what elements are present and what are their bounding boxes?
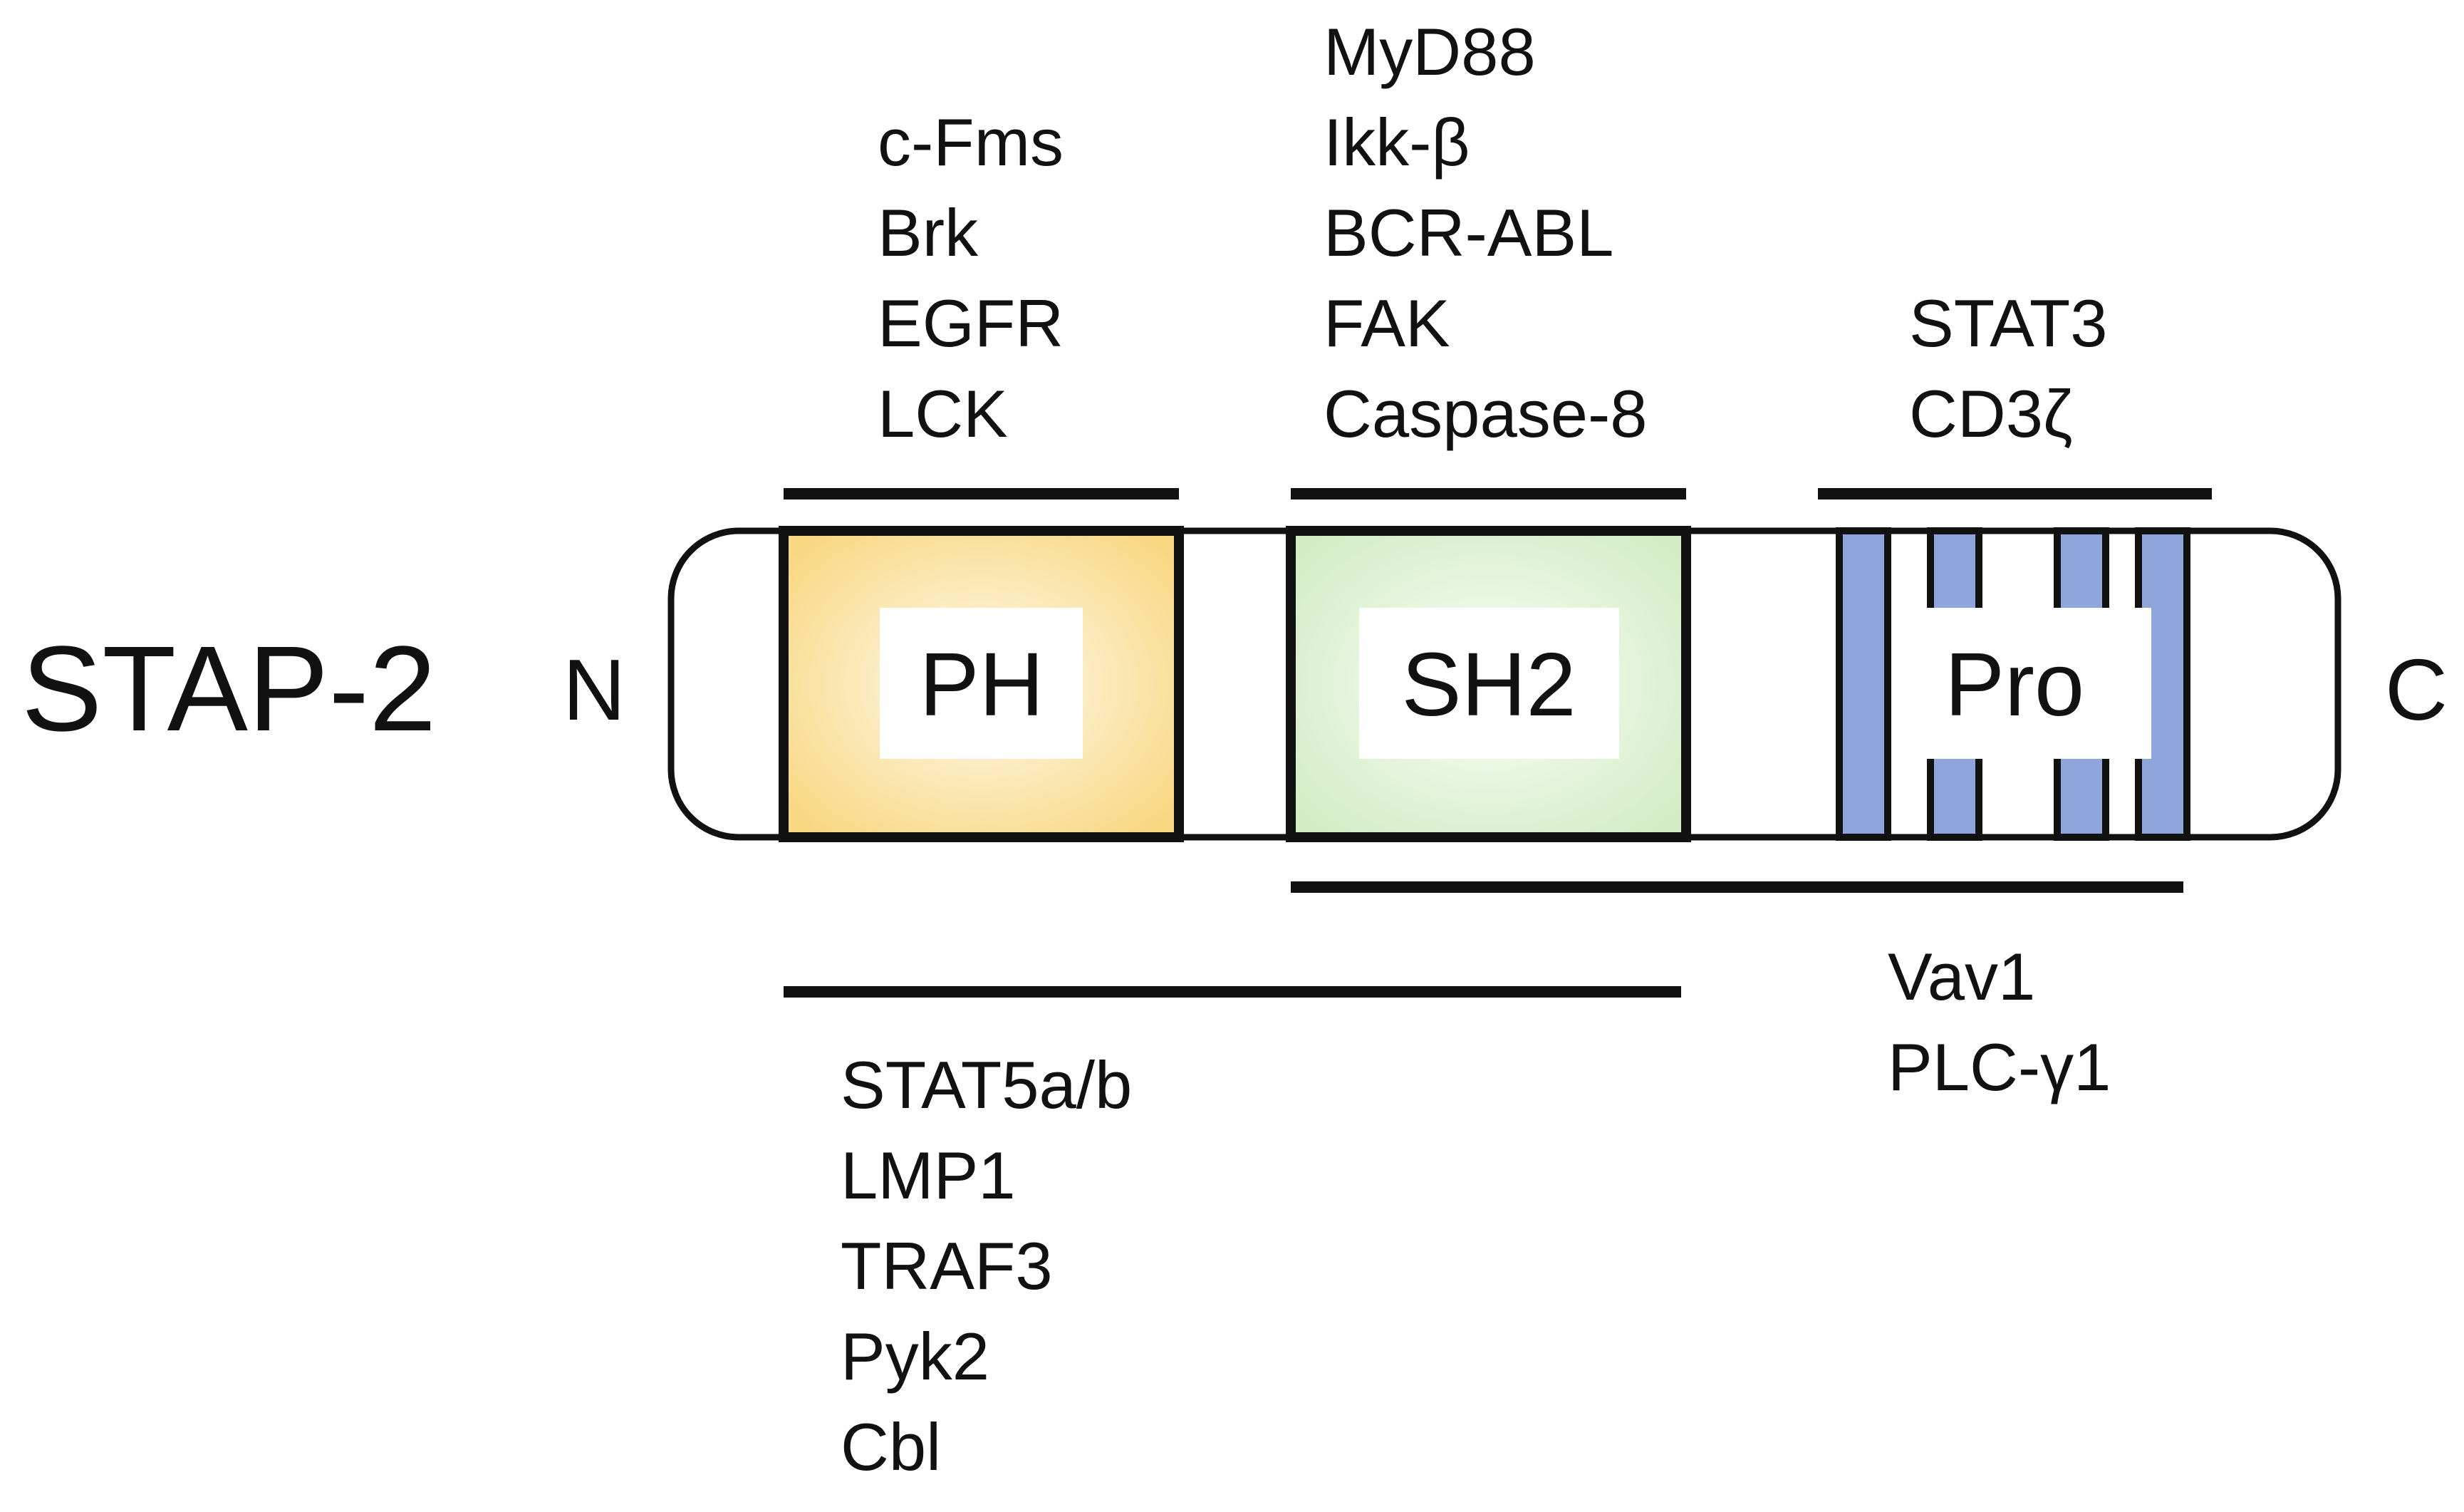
- pro-domain-label: Pro: [1945, 634, 2084, 735]
- sh2-pro-bottom-partner: PLC-γ1: [1888, 1030, 2111, 1104]
- sh2-top-partner: Ikk-β: [1324, 105, 1470, 180]
- ph-top-partner: Brk: [878, 195, 979, 270]
- ph-top-partners: c-Fms Brk EGFR LCK: [878, 105, 1064, 451]
- sh2-top-partner: FAK: [1324, 286, 1450, 361]
- sh2-domain-label: SH2: [1401, 634, 1576, 735]
- ph-top-partner: c-Fms: [878, 105, 1064, 180]
- protein-name: STAP-2: [21, 621, 437, 757]
- sh2-label-box: [1359, 608, 1619, 759]
- ph-sh2-bottom-partner: TRAF3: [841, 1228, 1053, 1303]
- sh2-top-partner: Caspase-8: [1324, 376, 1648, 451]
- sh2-pro-bottom-partner: Vav1: [1888, 939, 2035, 1014]
- pro-top-partners: STAT3 CD3ζ: [1909, 286, 2108, 451]
- ph-sh2-bottom-partner: Pyk2: [841, 1319, 989, 1394]
- ph-sh2-bottom-partners: STAT5a/b LMP1 TRAF3 Pyk2 Cbl: [841, 1047, 1132, 1484]
- ph-sh2-bottom-partner: LMP1: [841, 1138, 1016, 1213]
- c-terminus-label: C: [2385, 641, 2448, 738]
- ph-domain: PH: [779, 526, 1184, 842]
- pro-region: Pro: [1836, 527, 2190, 841]
- ph-sh2-bottom-partner: Cbl: [841, 1409, 941, 1484]
- ph-label-box: [880, 608, 1083, 759]
- sh2-top-partner: BCR-ABL: [1324, 195, 1613, 270]
- ph-domain-label: PH: [919, 634, 1044, 735]
- pro-stripe-1: [1836, 527, 1891, 841]
- sh2-top-partner: MyD88: [1324, 14, 1536, 89]
- sh2-domain: SH2: [1286, 526, 1691, 842]
- pro-top-partner: CD3ζ: [1909, 376, 2073, 451]
- ph-top-partner: LCK: [878, 376, 1008, 451]
- sh2-pro-bottom-partners: Vav1 PLC-γ1: [1888, 939, 2111, 1104]
- ph-sh2-bottom-partner: STAT5a/b: [841, 1047, 1132, 1122]
- sh2-top-partners: MyD88 Ikk-β BCR-ABL FAK Caspase-8: [1324, 14, 1648, 451]
- pro-top-partner: STAT3: [1909, 286, 2108, 361]
- pro-label-box: [1906, 608, 2151, 759]
- n-terminus-label: N: [563, 641, 625, 738]
- ph-top-partner: EGFR: [878, 286, 1064, 361]
